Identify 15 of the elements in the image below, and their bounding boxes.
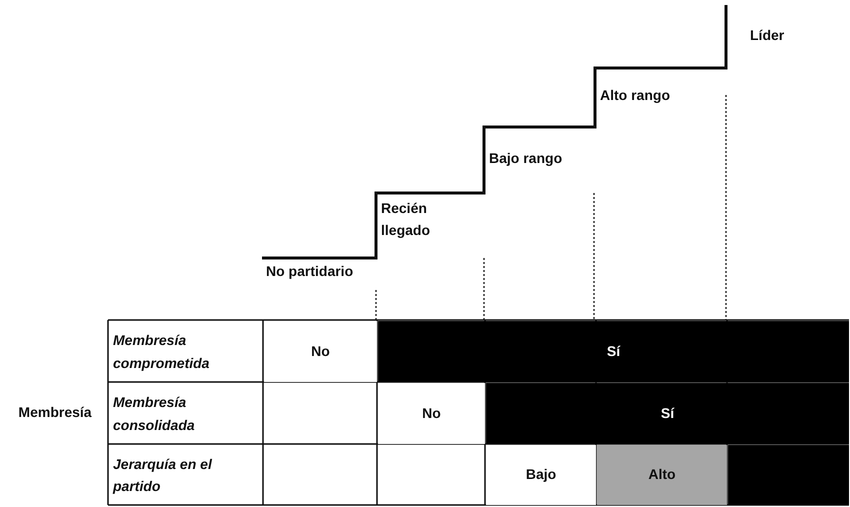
step-label: No partidario [265,262,354,281]
step-label: Recién llegado [380,199,432,240]
step-label: Alto rango [599,86,671,105]
table-cell: No [378,383,485,444]
table-cell: Bajo [486,445,596,505]
table-cell: Alto [597,445,727,505]
group-label: Membresía [17,403,93,422]
row-header: Membresía consolidada [112,393,196,434]
step-label: Bajo rango [488,149,564,168]
row-header: Jerarquía en el partido [112,454,213,496]
table-cell: Sí [378,321,849,382]
row-header: Membresía comprometida [112,331,210,373]
step-label: Líder [749,26,786,45]
table-cell: Sí [486,383,849,444]
table-cell: No [264,321,377,382]
